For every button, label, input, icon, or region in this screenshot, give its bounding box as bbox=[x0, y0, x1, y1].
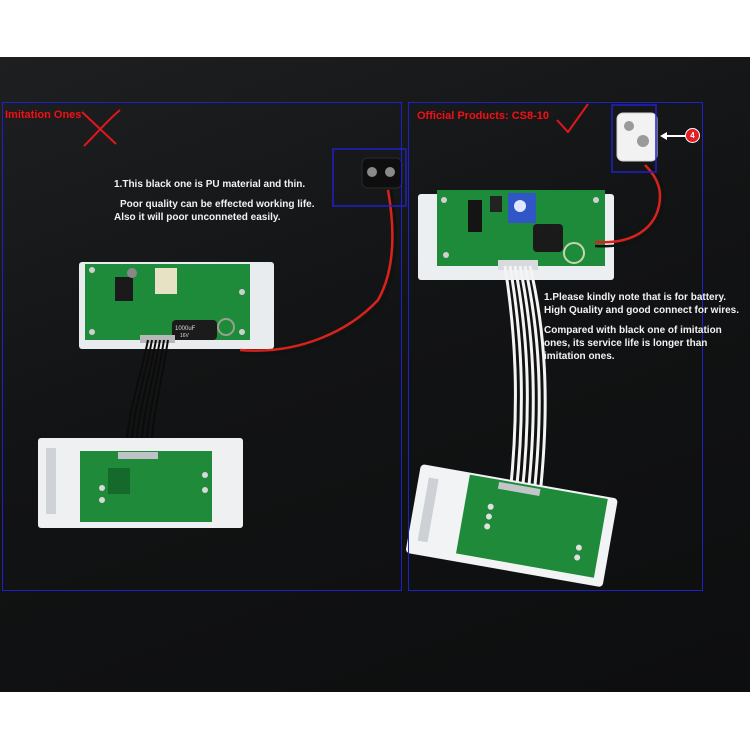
imitation-title: Imitation Ones bbox=[5, 109, 82, 121]
imitation-battery-wire bbox=[239, 189, 397, 355]
official-ribbon-wires bbox=[503, 265, 547, 496]
connector-icon bbox=[155, 268, 177, 294]
imitation-battery-snap-icon bbox=[361, 157, 403, 189]
official-lower-board bbox=[406, 464, 618, 587]
official-upper-board bbox=[418, 190, 614, 280]
imitation-note: 1.This black one is PU material and thin… bbox=[114, 178, 354, 224]
capacitor-label-1: 1000uF bbox=[175, 326, 196, 332]
product-photo: 1000uF 16V bbox=[0, 57, 750, 692]
imitation-note-line2: Poor quality can be effected working lif… bbox=[120, 199, 315, 210]
chip-icon bbox=[468, 200, 482, 232]
transistor-icon bbox=[115, 277, 133, 301]
imitation-panel-frame bbox=[2, 102, 402, 591]
official-capacitor-icon bbox=[533, 224, 563, 252]
capacitor-label-2: 16V bbox=[180, 333, 190, 339]
official-snap-highlight-box bbox=[611, 104, 657, 173]
official-note: 1.Please kindly note that is for battery… bbox=[544, 291, 746, 363]
imitation-note-line1: 1.This black one is PU material and thin… bbox=[114, 179, 306, 190]
wrong-x-icon bbox=[81, 109, 121, 147]
check-mark-icon bbox=[556, 103, 589, 134]
capacitor-icon bbox=[172, 320, 217, 340]
imitation-upper-board bbox=[79, 262, 274, 349]
official-panel-frame bbox=[408, 102, 703, 591]
photo-illustration: 1000uF 16V bbox=[38, 103, 686, 587]
official-note-para2: Compared with black one of imitation one… bbox=[544, 325, 722, 362]
official-battery-wire bbox=[594, 164, 666, 248]
official-battery-snap-icon bbox=[616, 112, 658, 162]
official-note-para1: 1.Please kindly note that is for battery… bbox=[544, 292, 740, 316]
imitation-lower-board bbox=[38, 438, 243, 528]
imitation-snap-highlight-box bbox=[332, 148, 407, 207]
imitation-note-line3: Also it will poor unconneted easily. bbox=[114, 212, 281, 223]
arrow-icon bbox=[660, 132, 686, 140]
official-title: Official Products: CS8-10 bbox=[417, 110, 550, 122]
number-badge: 4 bbox=[685, 128, 700, 143]
